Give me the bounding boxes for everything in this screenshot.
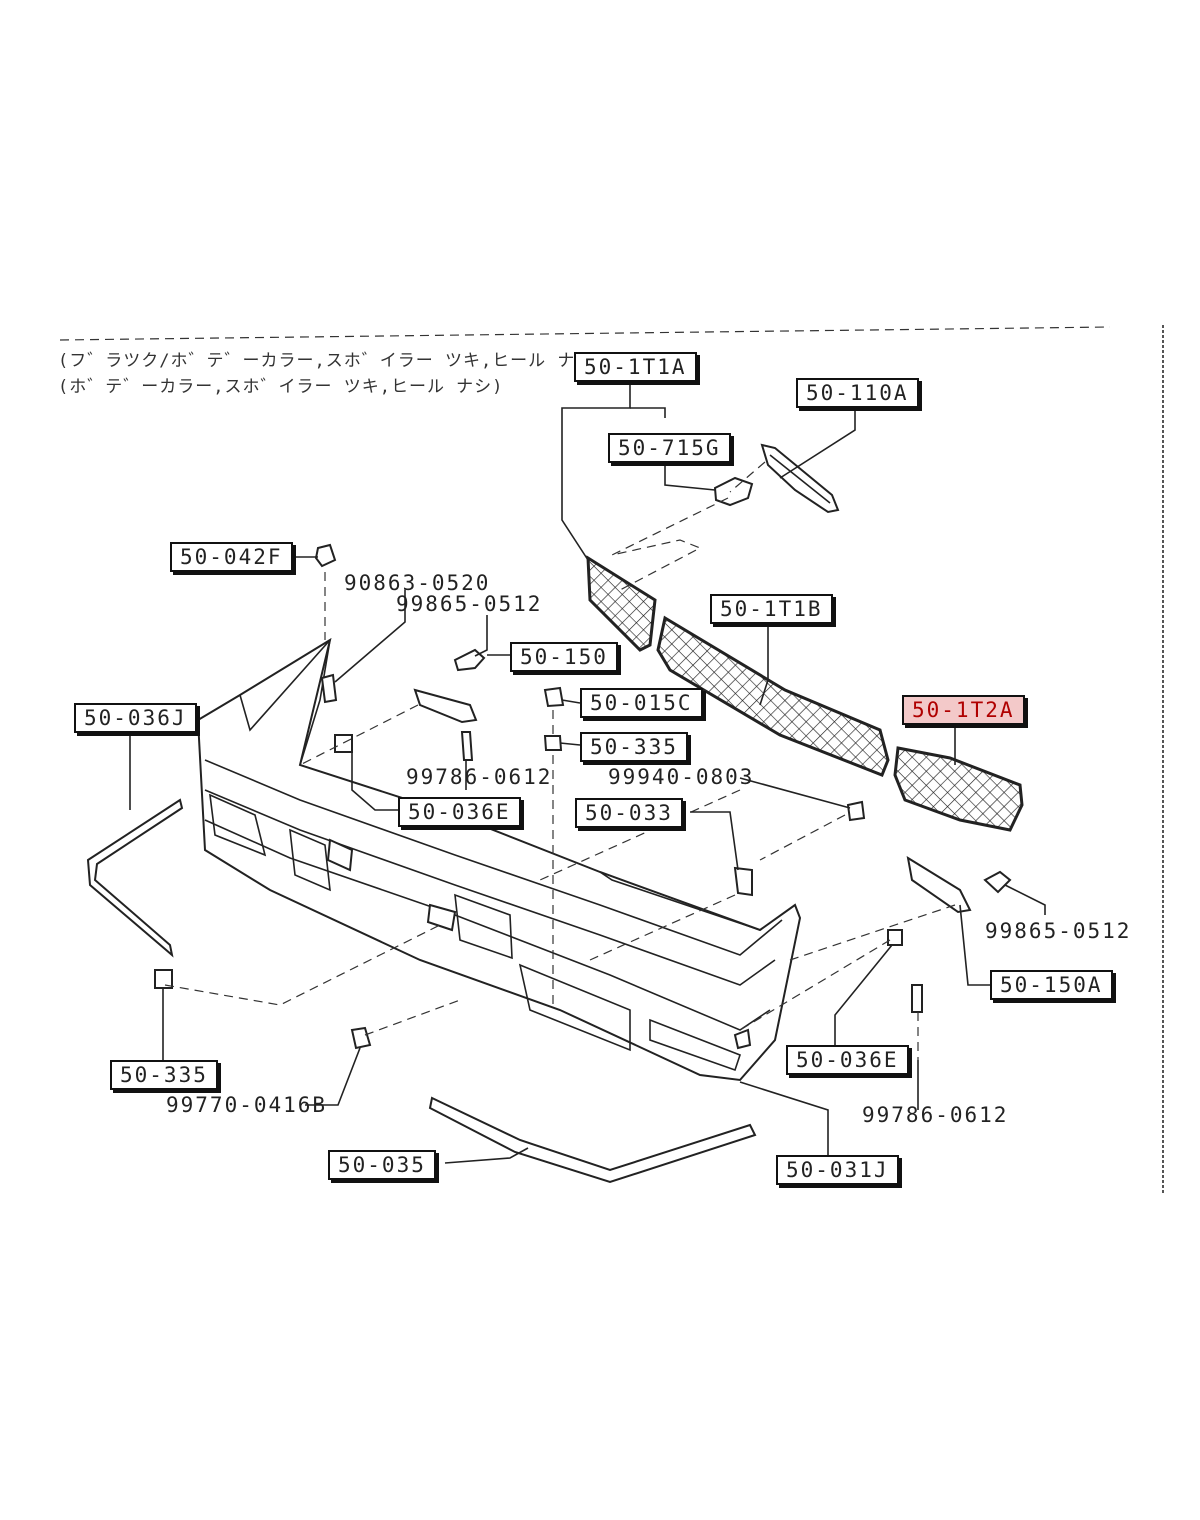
callout-50-031J[interactable]: 50-031J	[776, 1155, 899, 1185]
leader-lines	[129, 378, 1046, 1164]
callout-50-1T1A[interactable]: 50-1T1A	[574, 352, 697, 382]
callout-50-036J[interactable]: 50-036J	[74, 703, 197, 733]
variant-note-2: (ホ゛テ゛ーカラー,スホ゛イラー ツキ,ヒール ナシ)	[58, 377, 504, 397]
clip-part-715g	[713, 476, 754, 507]
callout-50-036E-a[interactable]: 50-036E	[398, 797, 521, 827]
grille-center-piece	[656, 615, 890, 777]
callout-99786-0612-b[interactable]: 99786-0612	[862, 1103, 1009, 1127]
guide-grille-2	[729, 461, 766, 493]
upper-bracket-detail	[769, 454, 831, 504]
top-border-dashed-line	[59, 326, 1111, 341]
callout-99865-0512-a[interactable]: 99865-0512	[396, 592, 543, 616]
callout-50-150A[interactable]: 50-150A	[990, 970, 1113, 1000]
install-guide-lines	[164, 572, 956, 1060]
callout-50-035[interactable]: 50-035	[328, 1150, 436, 1180]
side-strip-part	[86, 798, 184, 958]
callout-50-036E-b[interactable]: 50-036E	[786, 1045, 909, 1075]
callout-99940-0803[interactable]: 99940-0803	[608, 765, 755, 789]
callout-99770-0416B[interactable]: 99770-0416B	[166, 1093, 328, 1117]
callout-50-033[interactable]: 50-033	[575, 798, 683, 828]
callout-50-1T1B[interactable]: 50-1T1B	[710, 594, 833, 624]
lower-strip-part	[428, 1096, 757, 1184]
callout-50-015C[interactable]: 50-015C	[580, 688, 703, 718]
grille-right-piece	[893, 746, 1024, 832]
callout-99786-0612-a[interactable]: 99786-0612	[406, 765, 553, 789]
variant-note-1: (フ゛ラツク/ホ゛テ゛ーカラー,スホ゛イラー ツキ,ヒール ナシ)	[58, 351, 605, 371]
callout-50-715G[interactable]: 50-715G	[608, 433, 731, 463]
guide-grille-1	[611, 497, 729, 591]
callout-50-1T2A[interactable]: 50-1T2A	[902, 695, 1025, 725]
callout-99865-0512-b[interactable]: 99865-0512	[985, 919, 1132, 943]
bumper-cover-part	[196, 637, 802, 1082]
callout-50-110A[interactable]: 50-110A	[796, 378, 919, 408]
callout-50-150[interactable]: 50-150	[510, 642, 618, 672]
grille-left-piece	[586, 555, 657, 652]
callout-50-042F[interactable]: 50-042F	[170, 542, 293, 572]
callout-90863-0520[interactable]: 90863-0520	[344, 571, 491, 595]
callout-50-335-b[interactable]: 50-335	[110, 1060, 218, 1090]
callout-50-335-a[interactable]: 50-335	[580, 732, 688, 762]
